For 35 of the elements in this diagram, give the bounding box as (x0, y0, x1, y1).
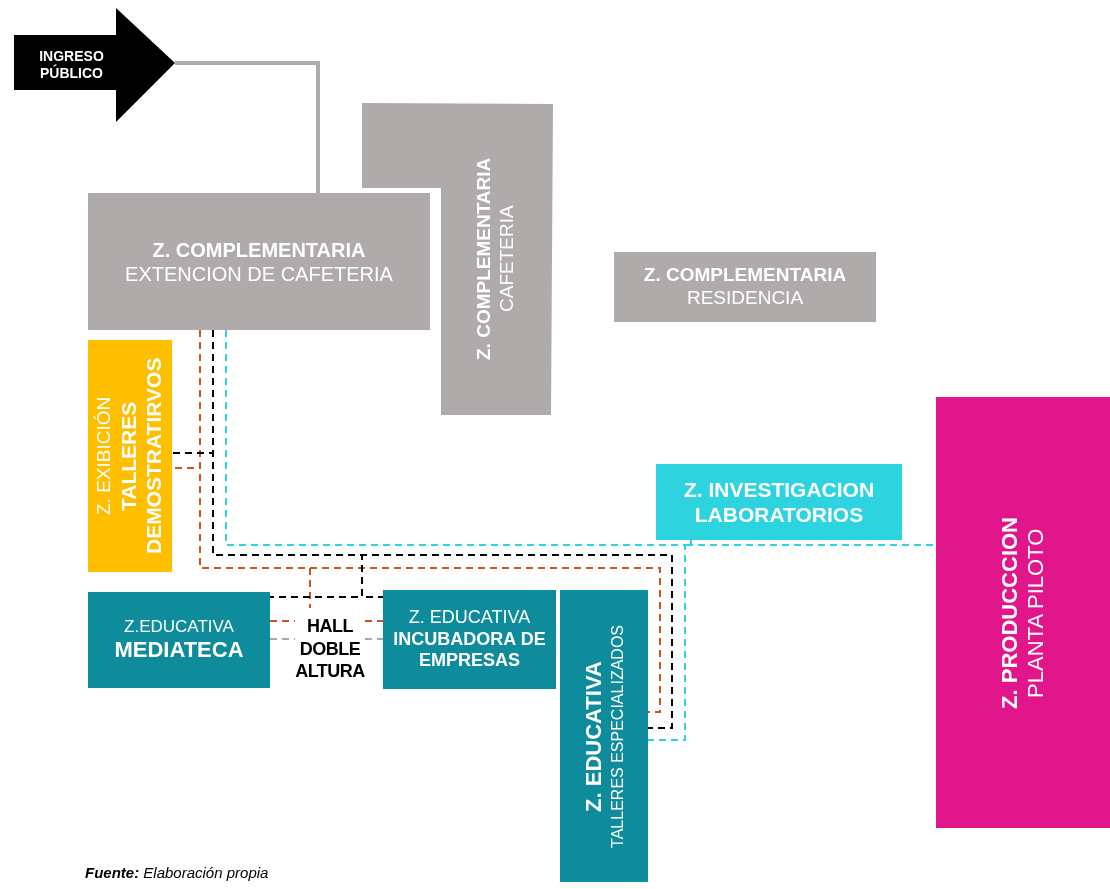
zone-name: RESIDENCIA (686, 287, 804, 310)
zone-title: Z. COMPLEMENTARIA (473, 157, 496, 361)
zone-box (383, 590, 556, 689)
zone-name: MEDIATECA (114, 637, 244, 664)
zone-box (88, 193, 430, 330)
zone-title: Z. COMPLEMENTARIA (152, 237, 366, 262)
source-caption: Fuente: Elaboración propia (85, 864, 269, 881)
zone-box (656, 464, 902, 540)
entry-arrow (14, 8, 175, 122)
connector-line (269, 638, 296, 640)
connector-line (364, 638, 384, 640)
entry-label: INGRESO PÚBLICO (38, 48, 105, 82)
zone-box (936, 397, 1110, 828)
zone-title: Z. COMPLEMENTARIA (643, 264, 847, 287)
zone-box (88, 592, 270, 688)
zone-title: Z. PRODUCCCION (996, 516, 1023, 709)
zone-name: TALLERES DEMOSTRATIRVOS (116, 356, 167, 557)
zone-name: EXTENCION DE CAFETERIA (125, 261, 393, 286)
zone-name: TALLERES ESPECIALIZADOS (607, 624, 627, 848)
zone-title: Z. EXIBICIÓN (93, 396, 116, 516)
zone-name: LABORATORIOS (694, 502, 864, 528)
zone-name: INCUBADORA DE EMPRESAS (392, 628, 547, 672)
zone-name: PLANTA PILOTO (1023, 527, 1049, 698)
zone-box (88, 340, 172, 572)
zone-title: Z. INVESTIGACION (683, 476, 875, 502)
zone-title: Z. EDUCATIVA (581, 660, 608, 812)
zone-box (560, 590, 648, 882)
connector-line (269, 620, 296, 622)
zone-title: Z.EDUCATIVA (124, 616, 234, 637)
zone-name: CAFETERIA (496, 205, 518, 313)
zone-box (614, 252, 876, 322)
area-name: HALL DOBLE ALTURA (295, 615, 365, 683)
connector-line (364, 620, 384, 622)
zone-title: Z. EDUCATIVA (408, 607, 531, 629)
connector-line (175, 61, 320, 193)
